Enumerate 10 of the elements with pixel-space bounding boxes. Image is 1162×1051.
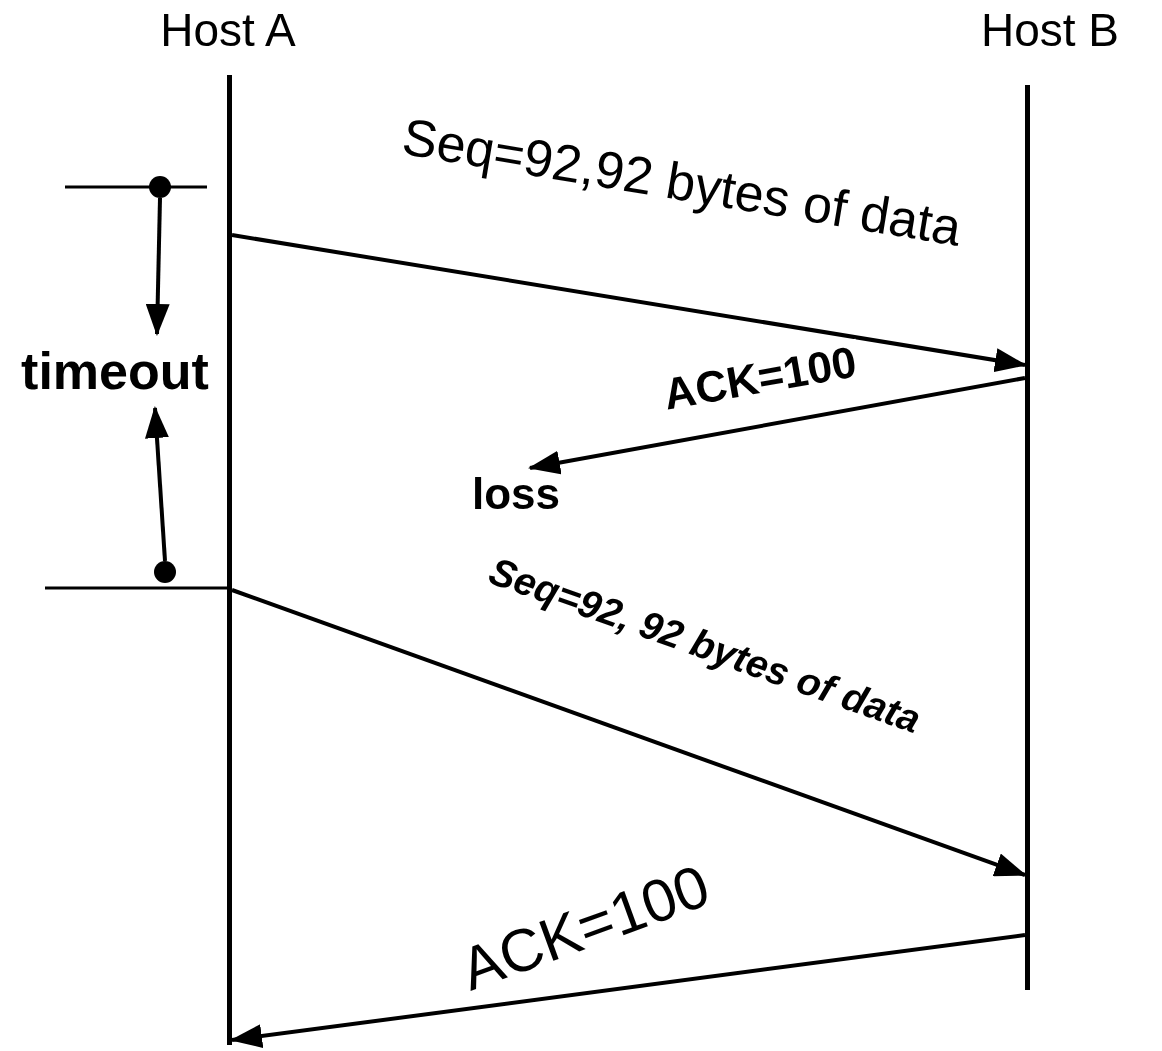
arrow: [528, 376, 1026, 475]
node-label: loss: [471, 472, 560, 516]
arrow: [145, 197, 170, 336]
arrow: [145, 406, 169, 562]
host-label: Host A: [159, 7, 297, 53]
arrow: [231, 588, 1027, 877]
node-label: timeout: [21, 345, 209, 397]
arrow: [230, 933, 1026, 1048]
host-label: Host B: [979, 7, 1120, 53]
arrow: [231, 233, 1027, 372]
